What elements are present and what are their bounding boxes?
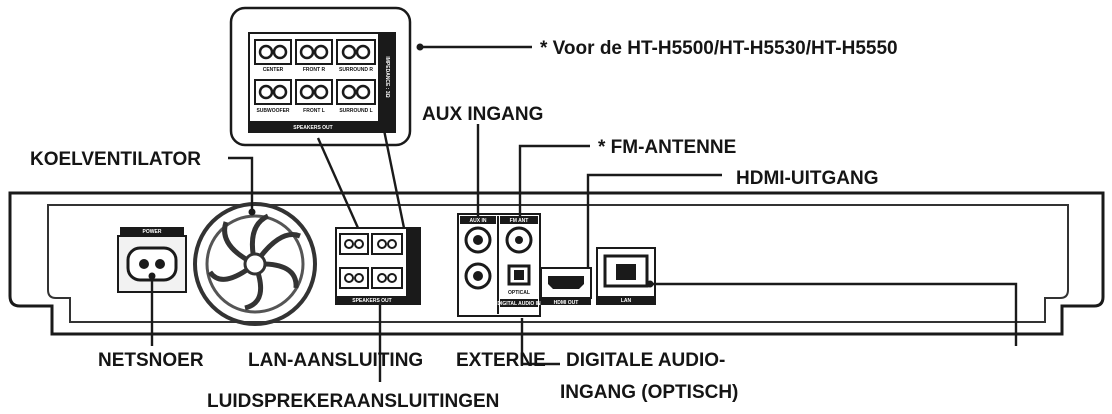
- speakers-out-label-small: SPEAKERS OUT: [352, 298, 391, 304]
- aux-in-label-bar: [460, 216, 496, 224]
- callout-voor-models: * Voor de HT-H5500/HT-H5530/HT-H5550: [540, 38, 898, 59]
- hdmi-connector: [548, 276, 584, 289]
- power-label: POWER: [143, 229, 162, 235]
- cooling-fan: [193, 202, 317, 326]
- dot-inset-note: [416, 43, 424, 51]
- inset-front-l-label: FRONT L: [303, 108, 325, 114]
- inset-impedance-strip: [378, 33, 395, 121]
- inset-terminal-front-l: FRONT L: [295, 79, 333, 114]
- callout-hdmi-uitgang: HDMI-UITGANG: [736, 168, 878, 189]
- line-fm: [518, 144, 590, 216]
- fan-hub: [243, 252, 267, 276]
- hdmi-out-label: HDMI OUT: [554, 300, 579, 306]
- hdmi-out-label-bar: [541, 298, 591, 305]
- line-koelventilator: [228, 156, 254, 212]
- lan-port: LAN: [596, 247, 656, 305]
- inset-front-r-label: FRONT R: [303, 67, 326, 73]
- inset-center-label: CENTER: [263, 67, 284, 73]
- callout-digitale-audio: DIGITALE AUDIO-: [566, 350, 725, 371]
- fm-ant-label-bar: [500, 216, 538, 224]
- aux-jack-bottom-inner: [473, 271, 483, 281]
- small-terminal-row-1: [339, 233, 403, 255]
- lan-label-bar: [597, 296, 655, 304]
- aux-jack-top-inner: [473, 235, 483, 245]
- callout-fm-antenne: * FM-ANTENNE: [598, 137, 736, 158]
- digital-audio-in-label: DIGITAL AUDIO IN: [497, 301, 541, 307]
- dot-koelventilator: [248, 208, 256, 216]
- fm-ant-label: FM ANT: [510, 218, 529, 224]
- power-label-bar: [120, 227, 184, 235]
- speakers-out-bar: [336, 296, 420, 305]
- line-inset-left: [316, 137, 360, 229]
- speaker-terminals-inset: IMPEDANCE : 3Ω SPEAKERS OUT CENTER FRONT…: [229, 6, 412, 147]
- fm-ant-jack-inner: [515, 236, 523, 244]
- dot-lan: [646, 280, 654, 288]
- inset-terminal-surround-l: SURROUND L: [336, 79, 376, 114]
- device-chassis: [8, 191, 1105, 336]
- dot-netsnoer: [148, 272, 156, 280]
- callout-luidspreker: LUIDSPREKERAANSLUITINGEN: [207, 391, 499, 412]
- optical-label: OPTICAL: [508, 290, 530, 296]
- inset-speakers-out-bar: [249, 121, 395, 132]
- inset-surround-l-label: SURROUND L: [339, 108, 372, 114]
- inset-subwoofer-label: SUBWOOFER: [256, 108, 289, 114]
- callout-lan-aansluiting: LAN-AANSLUITING: [248, 350, 423, 371]
- power-pin-right: [155, 259, 165, 269]
- callout-aux-ingang: AUX INGANG: [422, 104, 543, 125]
- inset-terminal-front-r: FRONT R: [295, 39, 333, 73]
- small-terminal-row-2: [339, 267, 403, 289]
- hdmi-out-port: HDMI OUT: [540, 267, 592, 306]
- lan-socket-latch: [616, 264, 636, 280]
- digital-audio-in-bar: [500, 299, 538, 307]
- line-inset-right: [382, 129, 406, 229]
- fan-outer-ring: [193, 202, 317, 326]
- inset-terminal-surround-r: SURROUND R: [336, 39, 376, 73]
- leader-lines: [148, 43, 1018, 382]
- callout-netsnoer: NETSNOER: [98, 350, 204, 371]
- callout-externe: EXTERNE: [456, 350, 546, 371]
- aux-fm-optical-panel: AUX IN FM ANT OPTICAL DIGITAL AUDIO IN: [457, 213, 541, 317]
- inset-speakers-out-label: SPEAKERS OUT: [293, 125, 332, 131]
- inset-surround-r-label: SURROUND R: [339, 67, 373, 73]
- callout-ingang-optisch: INGANG (OPTISCH): [560, 382, 738, 403]
- callout-labels: * Voor de HT-H5500/HT-H5530/HT-H5550 AUX…: [30, 38, 898, 412]
- inset-impedance-label: IMPEDANCE : 3Ω: [384, 56, 390, 97]
- power-pin-left: [139, 259, 149, 269]
- line-lan: [650, 282, 1018, 346]
- lan-label: LAN: [621, 298, 632, 304]
- callout-koelventilator: KOELVENTILATOR: [30, 149, 201, 170]
- line-optical: [520, 318, 560, 366]
- fan-mid-ring: [205, 214, 305, 314]
- chassis-inner-panel: [47, 204, 1069, 323]
- aux-in-label: AUX IN: [470, 218, 487, 224]
- speaker-terminals-panel: SPEAKERS OUT: [335, 227, 421, 305]
- inset-terminal-subwoofer: SUBWOOFER: [254, 79, 292, 114]
- optical-port-inner: [514, 270, 524, 280]
- impedance-strip: [406, 228, 420, 296]
- inset-terminal-center: CENTER: [254, 39, 292, 73]
- line-hdmi: [586, 173, 722, 268]
